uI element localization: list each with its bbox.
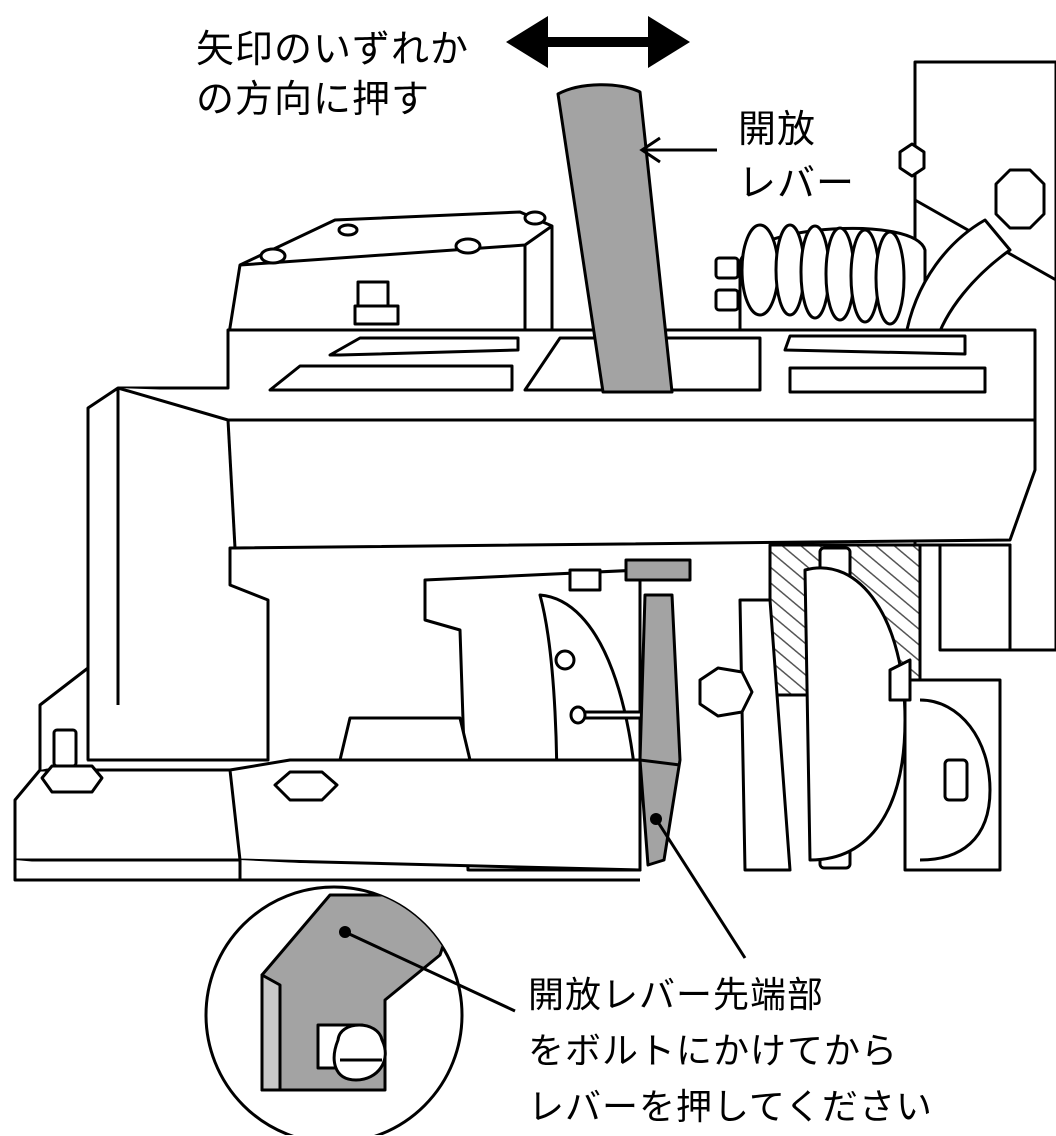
tip-label-line1: 開放レバー先端部 — [528, 975, 825, 1016]
lever-label-line1: 開放 — [738, 107, 817, 151]
detail-magnifier — [204, 885, 464, 1135]
double-headed-arrow-icon — [506, 16, 690, 68]
bolt-icon — [332, 1023, 387, 1082]
main-frame-beam — [86, 328, 1037, 762]
hose-loop — [903, 218, 1012, 347]
side-bolt-group — [898, 142, 1046, 230]
release-lever — [556, 83, 692, 867]
cover-bolt-group — [259, 210, 547, 265]
lever-tip-instruction: 開放レバー先端部 をボルトにかけてから レバーを押してください — [528, 968, 933, 1136]
tip-label-line2: をボルトにかけてから — [528, 1031, 899, 1072]
tip-leader-line — [650, 813, 747, 959]
push-label-line2: の方向に押す — [196, 77, 431, 121]
base-bolt-group — [40, 728, 339, 802]
tip-label-line3: レバーを押してください — [528, 1087, 933, 1128]
pointer-arrow-icon — [639, 136, 717, 164]
upper-cover-block — [226, 210, 554, 342]
release-lever-label: 開放 レバー — [738, 102, 855, 210]
spring-coil — [714, 223, 927, 332]
push-label-line1: 矢印のいずれか — [196, 27, 470, 71]
magnifier-leader-line — [339, 926, 516, 1013]
lever-label-line2: レバー — [738, 161, 856, 205]
push-direction-label: 矢印のいずれか の方向に押す — [196, 24, 469, 124]
